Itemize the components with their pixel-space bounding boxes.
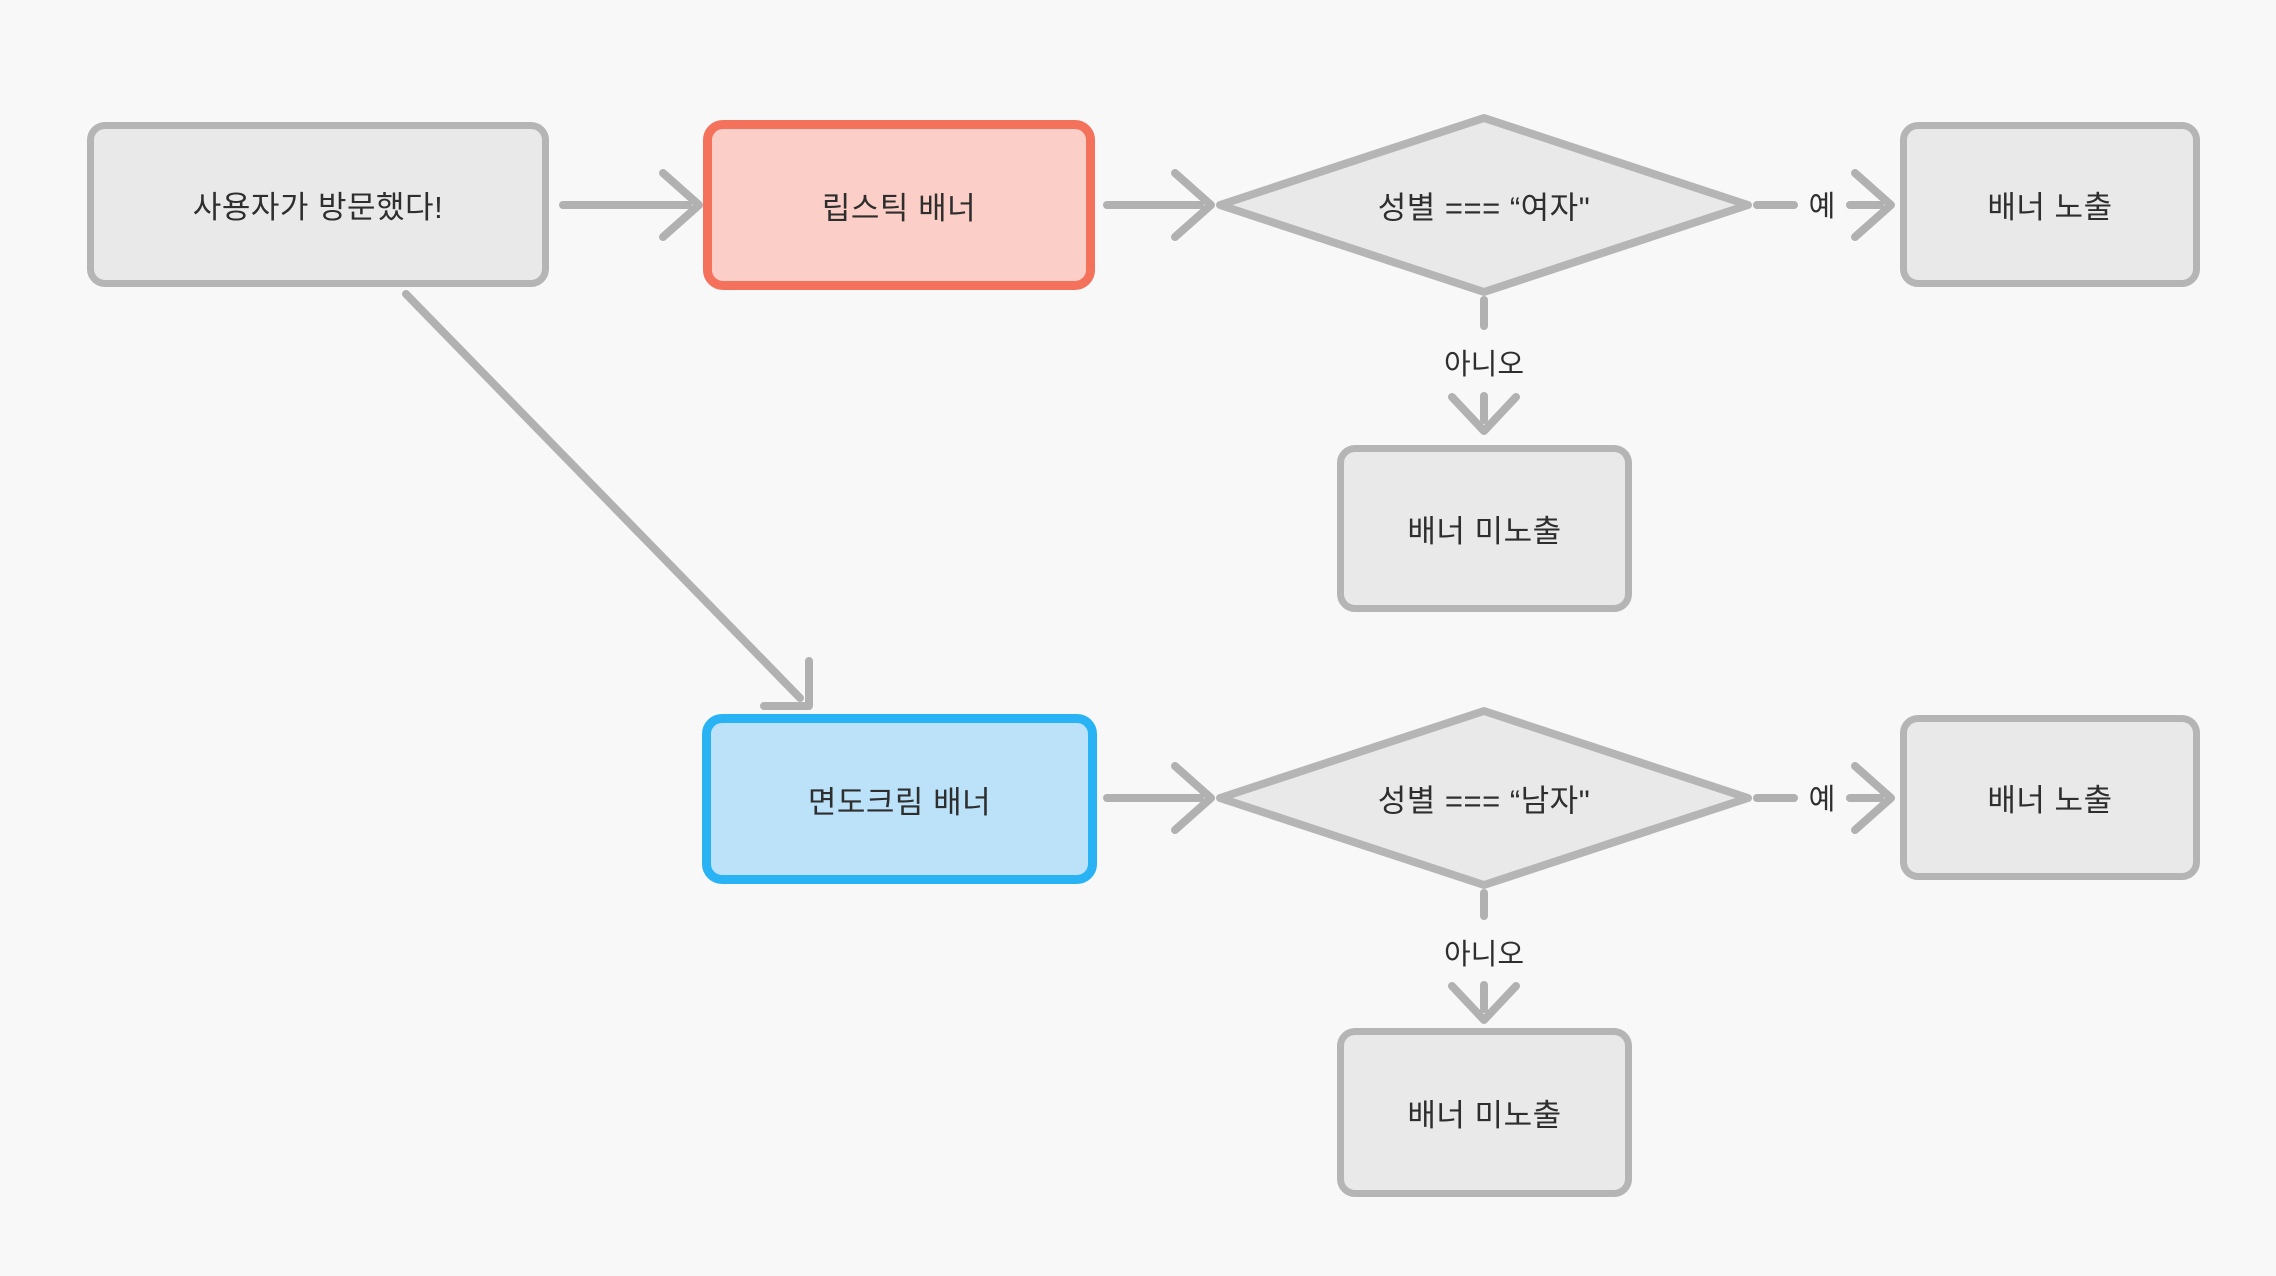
arrowhead-right-icon (1851, 762, 1895, 834)
node-label: 립스틱 배너 (821, 190, 977, 226)
arrowhead-down-icon (1448, 393, 1520, 435)
decision-female-diamond (1216, 114, 1752, 296)
edge-start-to-shaving (402, 290, 813, 710)
node-banner-shown-top: 배너 노출 (1900, 122, 2200, 287)
node-label: 면도크림 배너 (807, 784, 992, 820)
edge-decision-male-yes (1753, 762, 1895, 834)
node-banner-hidden-bottom: 배너 미노출 (1337, 1028, 1632, 1197)
edge-label-yes-bottom: 예 (1808, 784, 1836, 816)
edge-lipstick-to-decision (1103, 169, 1215, 241)
node-label: 배너 노출 (1987, 190, 2113, 225)
node-lipstick-banner: 립스틱 배너 (703, 120, 1095, 290)
arrowhead-right-icon (1851, 169, 1895, 241)
node-user-visited: 사용자가 방문했다! (87, 122, 549, 287)
arrowhead-down-icon (1448, 982, 1520, 1024)
arrowhead-diagonal-icon (760, 657, 813, 710)
edge-label-yes-top: 예 (1808, 191, 1836, 223)
edge-decision-female-no (1448, 296, 1520, 435)
edge-label-no-bottom: 아니오 (1443, 939, 1525, 971)
node-label: 사용자가 방문했다! (192, 190, 444, 225)
node-label: 배너 미노출 (1407, 514, 1562, 549)
node-label: 배너 노출 (1987, 783, 2113, 818)
decision-male-label: 성별 === “남자" (1377, 783, 1591, 819)
edge-line (402, 290, 804, 702)
edge-decision-male-no (1448, 889, 1520, 1024)
arrowhead-right-icon (1171, 762, 1215, 834)
arrowhead-right-icon (659, 169, 703, 241)
decision-male-diamond (1216, 707, 1752, 889)
edge-label-no-top: 아니오 (1443, 349, 1525, 381)
node-banner-hidden-top: 배너 미노출 (1337, 445, 1632, 612)
decision-female-label: 성별 === “여자" (1377, 190, 1591, 226)
edge-decision-female-yes (1753, 169, 1895, 241)
node-banner-shown-bottom: 배너 노출 (1900, 715, 2200, 880)
edge-shaving-to-decision (1103, 762, 1215, 834)
node-label: 배너 미노출 (1407, 1098, 1562, 1133)
arrowhead-right-icon (1171, 169, 1215, 241)
node-shaving-cream-banner: 면도크림 배너 (702, 714, 1097, 884)
edge-start-to-lipstick (559, 169, 703, 241)
